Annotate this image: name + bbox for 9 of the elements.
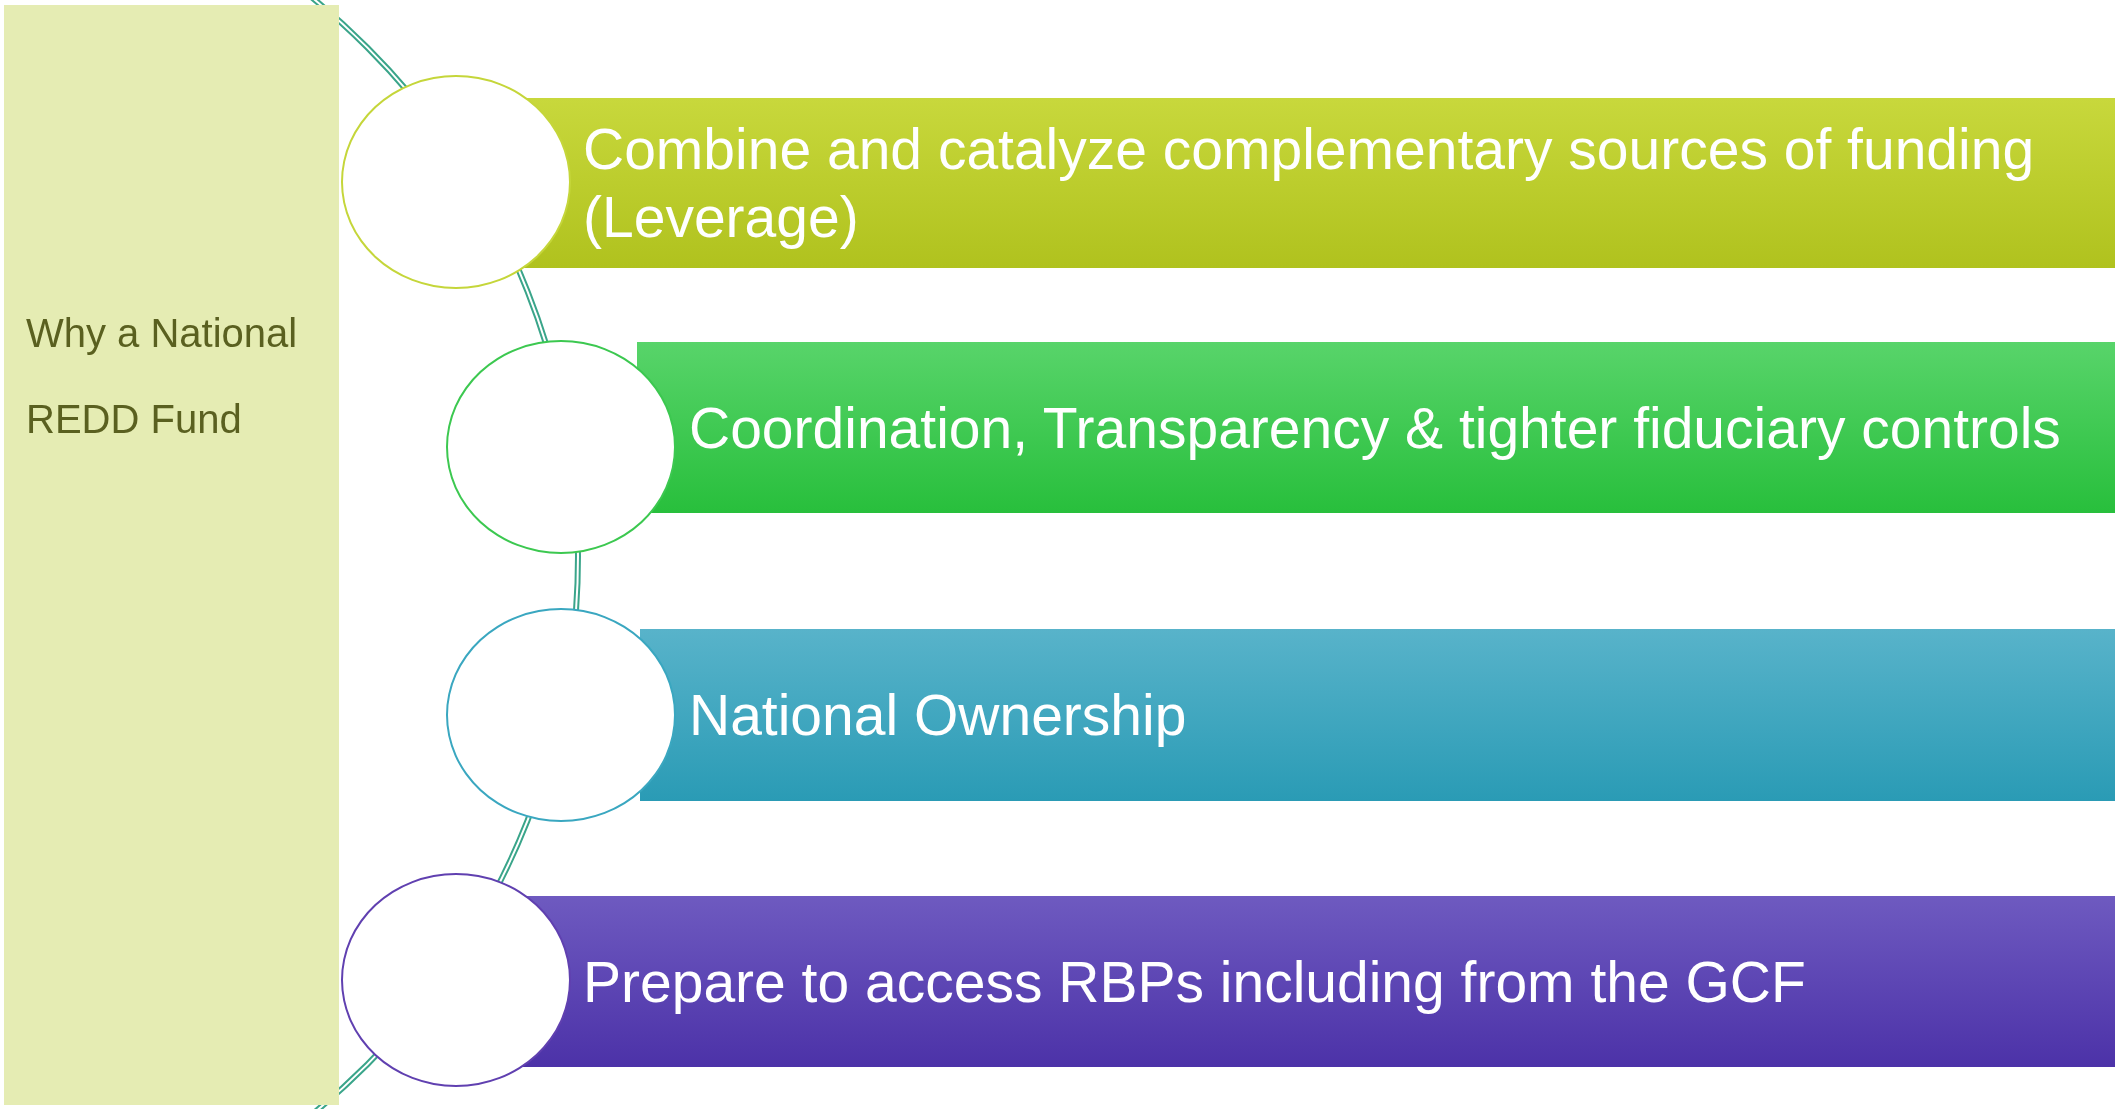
list-bar (522, 896, 2115, 1067)
list-bar (637, 342, 2115, 513)
bar-text: Combine and catalyze complementary sources of funding (Leverage) (583, 116, 2036, 251)
side-panel (4, 5, 339, 1105)
list-bar (640, 629, 2115, 801)
panel-title: Why a National REDD Fund (26, 310, 299, 443)
bar-text: National Ownership (689, 682, 1188, 749)
bar-text: Coordination, Transparency & tighter fiduciary controls (689, 394, 2062, 462)
bar-text: Prepare to access RBPs including from the GCF (583, 948, 1807, 1016)
